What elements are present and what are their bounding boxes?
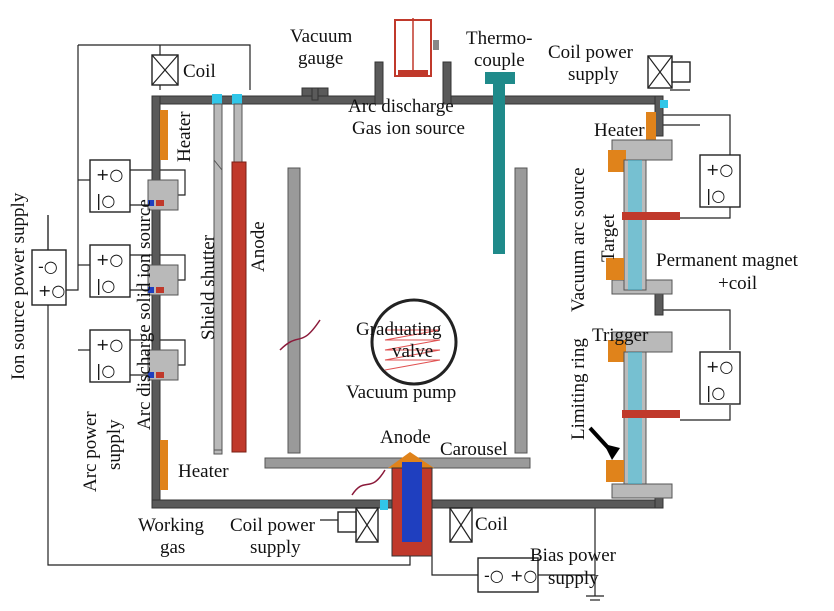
arc-ps3-minus: |○ <box>96 361 115 380</box>
arc-spark-left <box>279 319 321 351</box>
label-coil-power-top-1: Coil power <box>548 42 634 63</box>
limiting-ring-arrow <box>588 426 620 460</box>
substrate-holder-right <box>514 167 528 454</box>
label-heater-left-top: Heater <box>174 111 195 162</box>
arc-ps2-plus: +○ <box>96 250 123 269</box>
ion-ps-minus: -○ <box>38 257 58 276</box>
label-arc-gas-2: Gas ion source <box>352 118 465 139</box>
varc-ps1-plus: +○ <box>706 160 733 179</box>
label-coil-bottom: Coil <box>475 514 508 535</box>
bias-ps-plus: +○ <box>510 566 537 585</box>
thermocouple <box>485 72 515 254</box>
varc-ps2-minus: |○ <box>706 383 725 402</box>
label-coil-power-top-2: supply <box>568 64 619 85</box>
label-permanent-magnet-2: +coil <box>718 273 757 294</box>
arc-ps3-plus: +○ <box>96 335 123 354</box>
label-working-gas-1: Working <box>138 515 205 536</box>
label-vacuum-gauge-2: gauge <box>298 48 343 69</box>
label-coil-top: Coil <box>183 61 216 82</box>
label-graduating-2: valve <box>392 341 433 362</box>
bias-power-supply: -○ +○ <box>477 557 539 593</box>
gas-ion-source <box>394 18 439 77</box>
labels: Coil Vacuum gauge Thermo- couple Coil po… <box>8 26 799 589</box>
ion-source-power-supply: -○ +○ <box>31 249 67 306</box>
bias-ps-minus: -○ <box>484 566 504 585</box>
label-graduating-1: Graduating <box>356 319 442 340</box>
arc-power-supply-1: +○ |○ <box>89 159 131 213</box>
label-limiting-ring: Limiting ring <box>568 338 589 440</box>
graduating-valve <box>370 298 458 386</box>
arc-solid-source-1 <box>147 179 179 211</box>
arc-solid-source-2 <box>147 264 179 296</box>
vacuum-arc-source-upper <box>606 139 680 295</box>
arc-solid-source-3 <box>147 349 179 381</box>
vacuum-arc-power-supply-1: +○ |○ <box>699 154 741 208</box>
label-arc-gas-1: Arc discharge <box>348 96 454 117</box>
label-heater-left-bottom: Heater <box>178 461 229 482</box>
label-bias-ps-1: Bias power <box>530 545 617 566</box>
label-permanent-magnet-1: Permanent magnet <box>656 250 799 271</box>
substrate-holder-left <box>287 167 301 454</box>
arc-spark-bottom <box>351 469 386 496</box>
label-vacuum-arc-source: Vacuum arc source <box>568 167 589 312</box>
label-target: Target <box>598 213 619 262</box>
label-thermocouple-2: couple <box>474 50 525 71</box>
label-working-gas-2: gas <box>160 537 185 558</box>
varc-ps1-minus: |○ <box>706 186 725 205</box>
label-carousel: Carousel <box>440 439 508 460</box>
coil-top-left <box>151 54 179 86</box>
label-arc-ps-2: supply <box>104 419 125 470</box>
label-shield-shutter: Shield shutter <box>198 234 219 340</box>
vacuum-arc-power-supply-2: +○ |○ <box>699 351 741 405</box>
heater-left-top <box>160 110 168 160</box>
arc-ps1-minus: |○ <box>96 191 115 210</box>
varc-ps2-plus: +○ <box>706 357 733 376</box>
label-coil-power-bottom-2: supply <box>250 537 301 558</box>
coil-top-right <box>647 55 691 89</box>
label-anode-left: Anode <box>248 221 269 272</box>
arc-power-supply-2: +○ |○ <box>89 244 131 298</box>
label-coil-power-bottom-1: Coil power <box>230 515 316 536</box>
label-anode-bottom: Anode <box>380 427 431 448</box>
label-vacuum-pump: Vacuum pump <box>346 382 456 403</box>
label-trigger: Trigger <box>592 325 649 346</box>
anode-rod <box>231 161 247 453</box>
ion-ps-plus: +○ <box>38 281 65 300</box>
label-thermocouple-1: Thermo- <box>466 28 532 49</box>
coil-bottom-right <box>449 507 473 543</box>
coil-bottom-left <box>337 507 379 543</box>
label-bias-ps-2: supply <box>548 568 599 589</box>
heater-left-bottom <box>160 440 168 490</box>
arc-ps1-plus: +○ <box>96 165 123 184</box>
vacuum-arc-source-lower <box>606 331 680 499</box>
heater-right <box>646 112 656 140</box>
label-ion-source-ps: Ion source power supply <box>8 192 29 380</box>
label-arc-solid: Arc discharge solid ion source <box>134 199 155 430</box>
label-heater-right: Heater <box>594 120 645 141</box>
label-arc-ps-1: Arc power <box>80 411 101 492</box>
arc-power-supply-3: +○ |○ <box>89 329 131 383</box>
label-vacuum-gauge-1: Vacuum <box>290 26 352 47</box>
bottom-anode <box>388 452 434 557</box>
arc-ps2-minus: |○ <box>96 276 115 295</box>
